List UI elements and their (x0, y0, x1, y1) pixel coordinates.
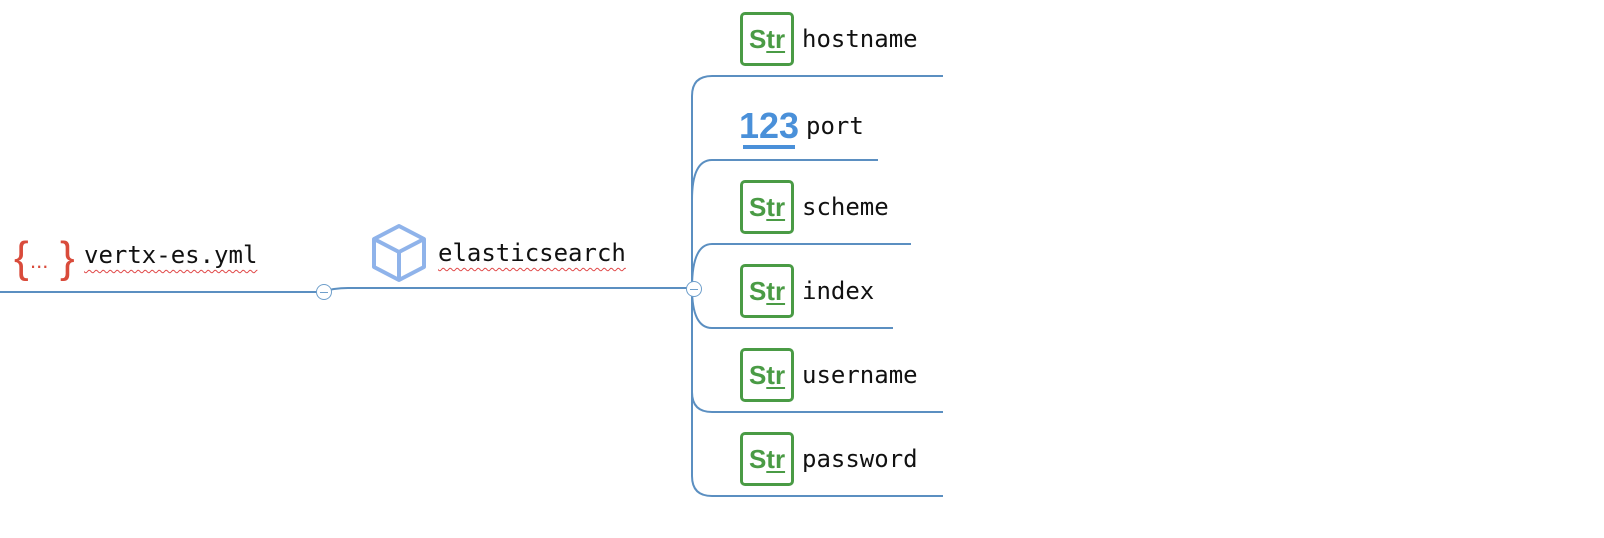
root-node[interactable]: { ... } vertx-es.yml (14, 228, 257, 282)
field-label: index (802, 277, 875, 305)
section-label: elasticsearch (438, 239, 626, 267)
field-label: port (806, 112, 864, 140)
svg-text:{: { (14, 233, 29, 282)
root-link (0, 287, 690, 293)
cube-icon (372, 224, 426, 282)
branch-hostname (691, 75, 943, 288)
svg-text:123: 123 (740, 105, 798, 146)
field-label: hostname (802, 25, 918, 53)
number-icon: 123 (740, 105, 798, 149)
root-label: vertx-es.yml (84, 241, 258, 269)
branch-password (691, 288, 943, 497)
braces-icon: { ... } (14, 233, 75, 282)
branch-scheme (691, 243, 911, 289)
branch-port (691, 159, 878, 201)
svg-text:...: ... (30, 248, 48, 273)
field-label: username (802, 361, 918, 389)
field-node-port[interactable]: 123 port (740, 98, 864, 154)
field-label: password (802, 445, 918, 473)
svg-text:}: } (60, 233, 75, 282)
section-node[interactable]: elasticsearch (368, 222, 626, 284)
section-collapse-toggle[interactable] (686, 281, 702, 297)
field-label: scheme (802, 193, 889, 221)
root-collapse-toggle[interactable] (316, 284, 332, 300)
